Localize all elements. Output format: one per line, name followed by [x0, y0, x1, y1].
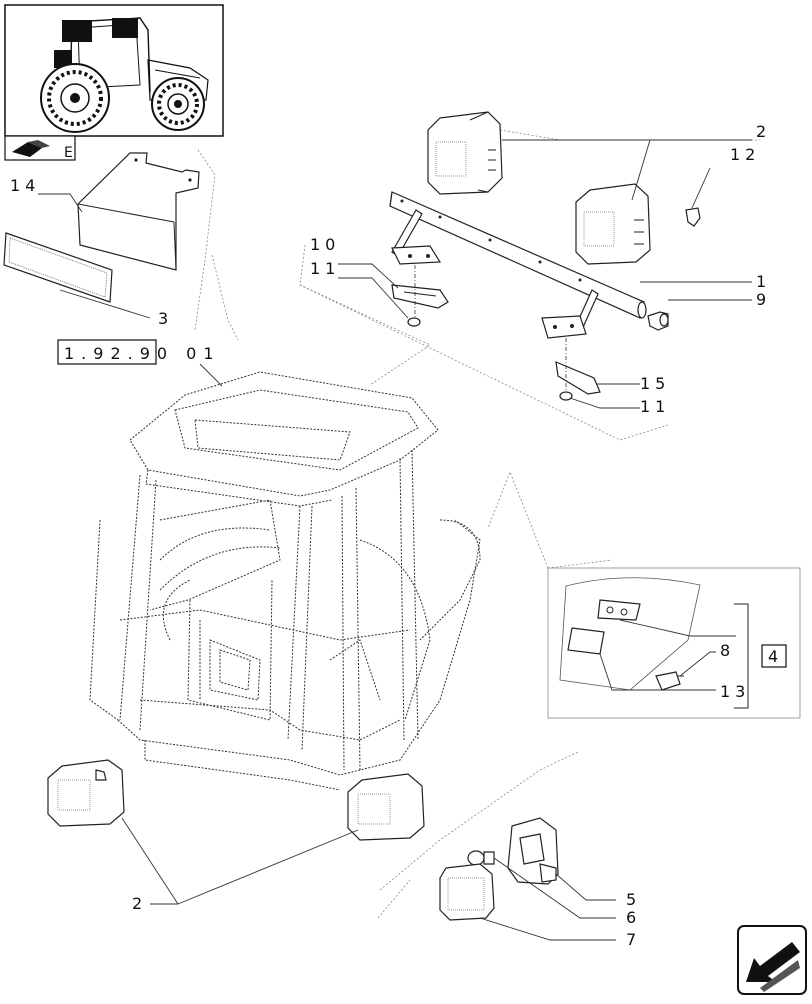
label-11: 11: [310, 259, 340, 278]
reference-box[interactable]: 1.92.90 01: [57, 339, 223, 387]
bulb-6: [467, 850, 495, 866]
label-2: 2: [756, 122, 771, 141]
work-light-lower-left: [47, 759, 125, 827]
washer-11: [407, 317, 421, 327]
bolt-12: [685, 207, 701, 227]
label-1: 1: [756, 272, 771, 291]
label-4: 4: [768, 647, 783, 666]
reflector-bracket: [77, 152, 200, 271]
tractor-thumbnail[interactable]: E: [4, 4, 224, 161]
label-2b: 2: [132, 894, 147, 913]
work-light-upper-left: [427, 111, 503, 195]
label-7: 7: [626, 930, 641, 949]
label-15: 15: [640, 374, 670, 393]
work-light-upper-right: [575, 183, 651, 265]
label-10: 10: [310, 235, 340, 254]
label-14: 14: [10, 176, 40, 195]
work-light-lower-right: [347, 773, 425, 841]
label-9: 9: [756, 290, 771, 309]
label-12: 12: [730, 145, 760, 164]
clamp-10: [391, 284, 449, 309]
label-8: 8: [720, 641, 735, 660]
next-page-arrow-icon[interactable]: [737, 925, 807, 995]
thumbnail-letter: E: [64, 145, 73, 161]
reference-box-4[interactable]: [761, 644, 787, 668]
lamp-holder-5: [507, 817, 559, 885]
clamp-15: [555, 361, 601, 395]
bolt-9: [647, 311, 669, 331]
label-5: 5: [626, 890, 641, 909]
detail-inset: 4: [487, 470, 801, 719]
label-3: 3: [158, 309, 173, 328]
light-bar: [389, 191, 647, 339]
lamp-lens-7: [439, 863, 495, 921]
open-book-icon: [4, 135, 76, 161]
tractor-cab: [89, 371, 481, 791]
label-13: 13: [720, 682, 750, 701]
label-11b: 11: [640, 397, 670, 416]
label-6: 6: [626, 908, 641, 927]
reference-code: 1.92.90 01: [64, 344, 221, 363]
reflector-lens: [3, 232, 113, 303]
washer-11b: [559, 391, 573, 401]
